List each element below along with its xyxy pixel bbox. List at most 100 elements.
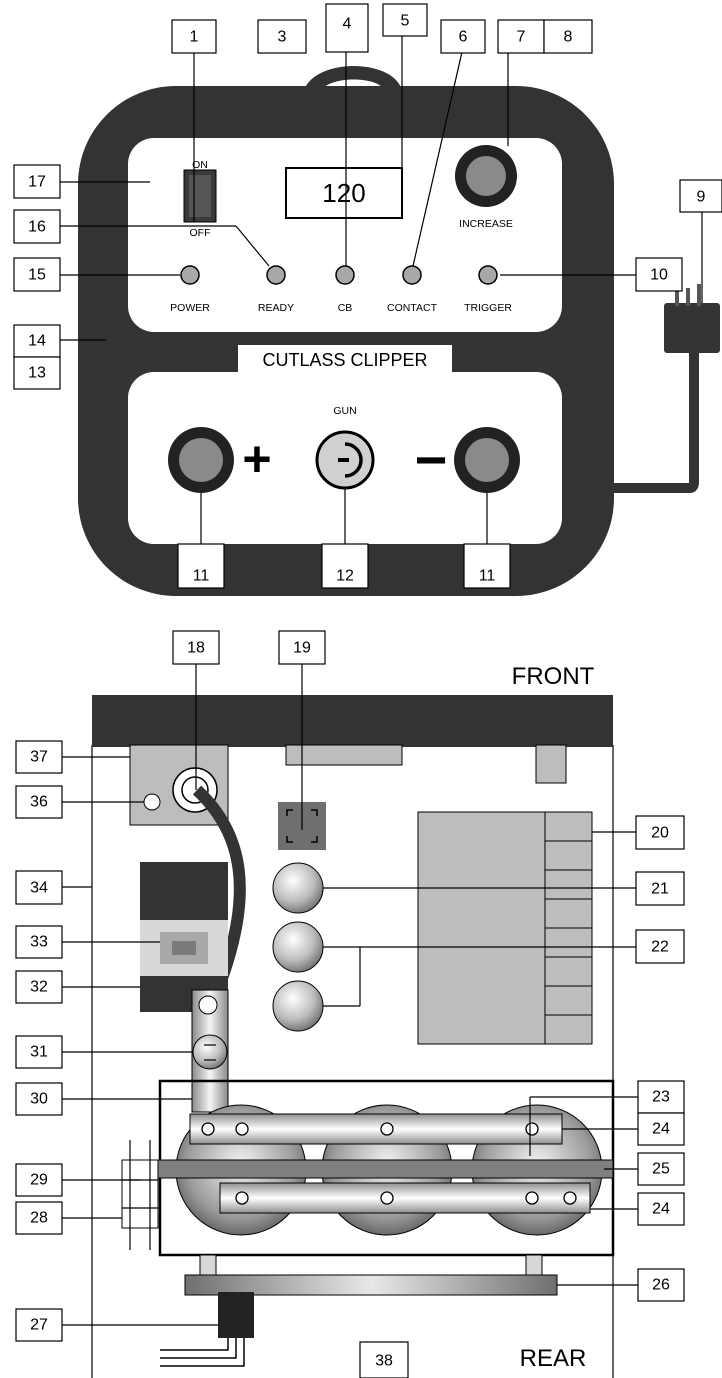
plug-prong-right <box>697 284 701 306</box>
power-cord <box>612 350 699 493</box>
callout-14: 14 <box>13 324 61 358</box>
callout-19: 19 <box>278 630 326 665</box>
plug-prong-left <box>675 284 679 306</box>
callout-38: 38 <box>359 1341 409 1378</box>
callout-32: 32 <box>15 970 63 1004</box>
ready-indicator-label: READY <box>258 302 294 314</box>
capacitor-21 <box>272 862 324 914</box>
svg-text:24: 24 <box>652 1121 670 1138</box>
mounting-rail <box>121 1159 614 1179</box>
svg-text:6: 6 <box>459 29 468 46</box>
callout-17: 17 <box>13 164 61 199</box>
board-connector-rows <box>544 811 593 1045</box>
rear-standoff-left <box>199 1254 217 1276</box>
capacitor-22-bottom <box>272 980 324 1032</box>
rear-label: REAR <box>520 1345 587 1372</box>
callout-3: 3 <box>257 19 307 54</box>
svg-text:38: 38 <box>375 1353 393 1370</box>
callout-9: 9 <box>679 179 722 213</box>
svg-text:19: 19 <box>293 640 311 657</box>
internal-view: FRONT REAR <box>91 663 615 1378</box>
bus-bar-upper <box>189 1113 563 1145</box>
power-indicator-led <box>180 265 200 285</box>
contact-indicator-led <box>402 265 422 285</box>
ready-indicator-led <box>266 265 286 285</box>
svg-text:7: 7 <box>517 29 526 46</box>
callout-18: 18 <box>172 630 220 665</box>
callout-8: 8 <box>543 19 593 54</box>
callout-10: 10 <box>635 257 683 292</box>
gun-connector-socket <box>344 442 363 478</box>
callout-21: 21 <box>635 871 685 906</box>
terminal-post-screw <box>198 995 218 1015</box>
display-connector-strip <box>285 744 403 766</box>
increase-knob-cap <box>466 156 506 196</box>
side-bracket <box>121 1159 159 1229</box>
callout-11-left: 11 <box>177 543 225 589</box>
wall-bracket <box>535 744 567 784</box>
callout-15: 15 <box>13 257 61 292</box>
display-value: 120 <box>322 178 365 208</box>
svg-text:29: 29 <box>30 1172 48 1189</box>
callout-22: 22 <box>635 929 685 964</box>
svg-text:18: 18 <box>187 640 205 657</box>
increase-label: INCREASE <box>459 218 513 230</box>
svg-text:20: 20 <box>651 825 669 842</box>
carry-handle <box>304 66 402 90</box>
callout-33: 33 <box>15 925 63 959</box>
svg-text:23: 23 <box>652 1089 670 1106</box>
svg-text:30: 30 <box>30 1091 48 1108</box>
callout-1: 1 <box>171 19 217 54</box>
svg-text:25: 25 <box>652 1161 670 1178</box>
bus-bar-lower-bolts <box>235 1191 577 1205</box>
name-plate-text: CUTLASS CLIPPER <box>262 350 427 370</box>
svg-text:12: 12 <box>336 568 354 585</box>
contact-indicator-label: CONTACT <box>387 302 438 314</box>
callout-6: 6 <box>440 19 486 54</box>
positive-terminal-core <box>179 438 223 482</box>
amperage-display <box>285 167 403 219</box>
svg-text:32: 32 <box>30 979 48 996</box>
svg-text:5: 5 <box>401 13 410 30</box>
power-indicator-label: POWER <box>170 302 210 314</box>
bus-bar-upper-bolts <box>201 1122 539 1136</box>
svg-text:17: 17 <box>28 174 46 191</box>
callout-25: 25 <box>637 1152 685 1186</box>
front-panel-view: ON OFF 120 INCREASE POWER READY CB CONTA… <box>78 66 720 596</box>
callout-13: 13 <box>13 356 61 390</box>
minus-symbol: − <box>415 428 448 491</box>
circuit-breaker-core <box>172 941 196 955</box>
callout-27: 27 <box>15 1308 63 1342</box>
svg-text:37: 37 <box>30 749 48 766</box>
svg-text:21: 21 <box>651 881 669 898</box>
svg-text:9: 9 <box>697 189 706 206</box>
switch-off-label: OFF <box>190 227 211 239</box>
power-plug <box>664 303 720 353</box>
cord-strain-relief <box>218 1292 254 1338</box>
svg-text:34: 34 <box>30 880 48 897</box>
callout-11-right: 11 <box>463 543 511 589</box>
svg-text:10: 10 <box>650 267 668 284</box>
svg-text:28: 28 <box>30 1210 48 1227</box>
svg-text:11: 11 <box>193 568 210 585</box>
callout-34: 34 <box>15 870 63 905</box>
rear-standoff-right <box>525 1254 543 1276</box>
callout-28: 28 <box>15 1201 63 1235</box>
front-label: FRONT <box>512 663 595 690</box>
callout-24-upper: 24 <box>637 1112 685 1146</box>
callout-7: 7 <box>497 19 545 54</box>
svg-text:27: 27 <box>30 1317 48 1334</box>
plug-prong-center <box>686 288 690 306</box>
callout-36: 36 <box>15 785 63 819</box>
negative-terminal-core <box>465 438 509 482</box>
svg-text:11: 11 <box>479 568 496 585</box>
name-plate <box>238 345 452 373</box>
svg-text:15: 15 <box>28 267 46 284</box>
svg-text:14: 14 <box>28 333 46 350</box>
callout-5: 5 <box>382 3 428 37</box>
callout-26: 26 <box>637 1268 685 1302</box>
callout-29: 29 <box>15 1163 63 1197</box>
callout-4: 4 <box>325 3 369 53</box>
trigger-indicator-label: TRIGGER <box>464 302 512 314</box>
callout-12: 12 <box>321 543 369 589</box>
